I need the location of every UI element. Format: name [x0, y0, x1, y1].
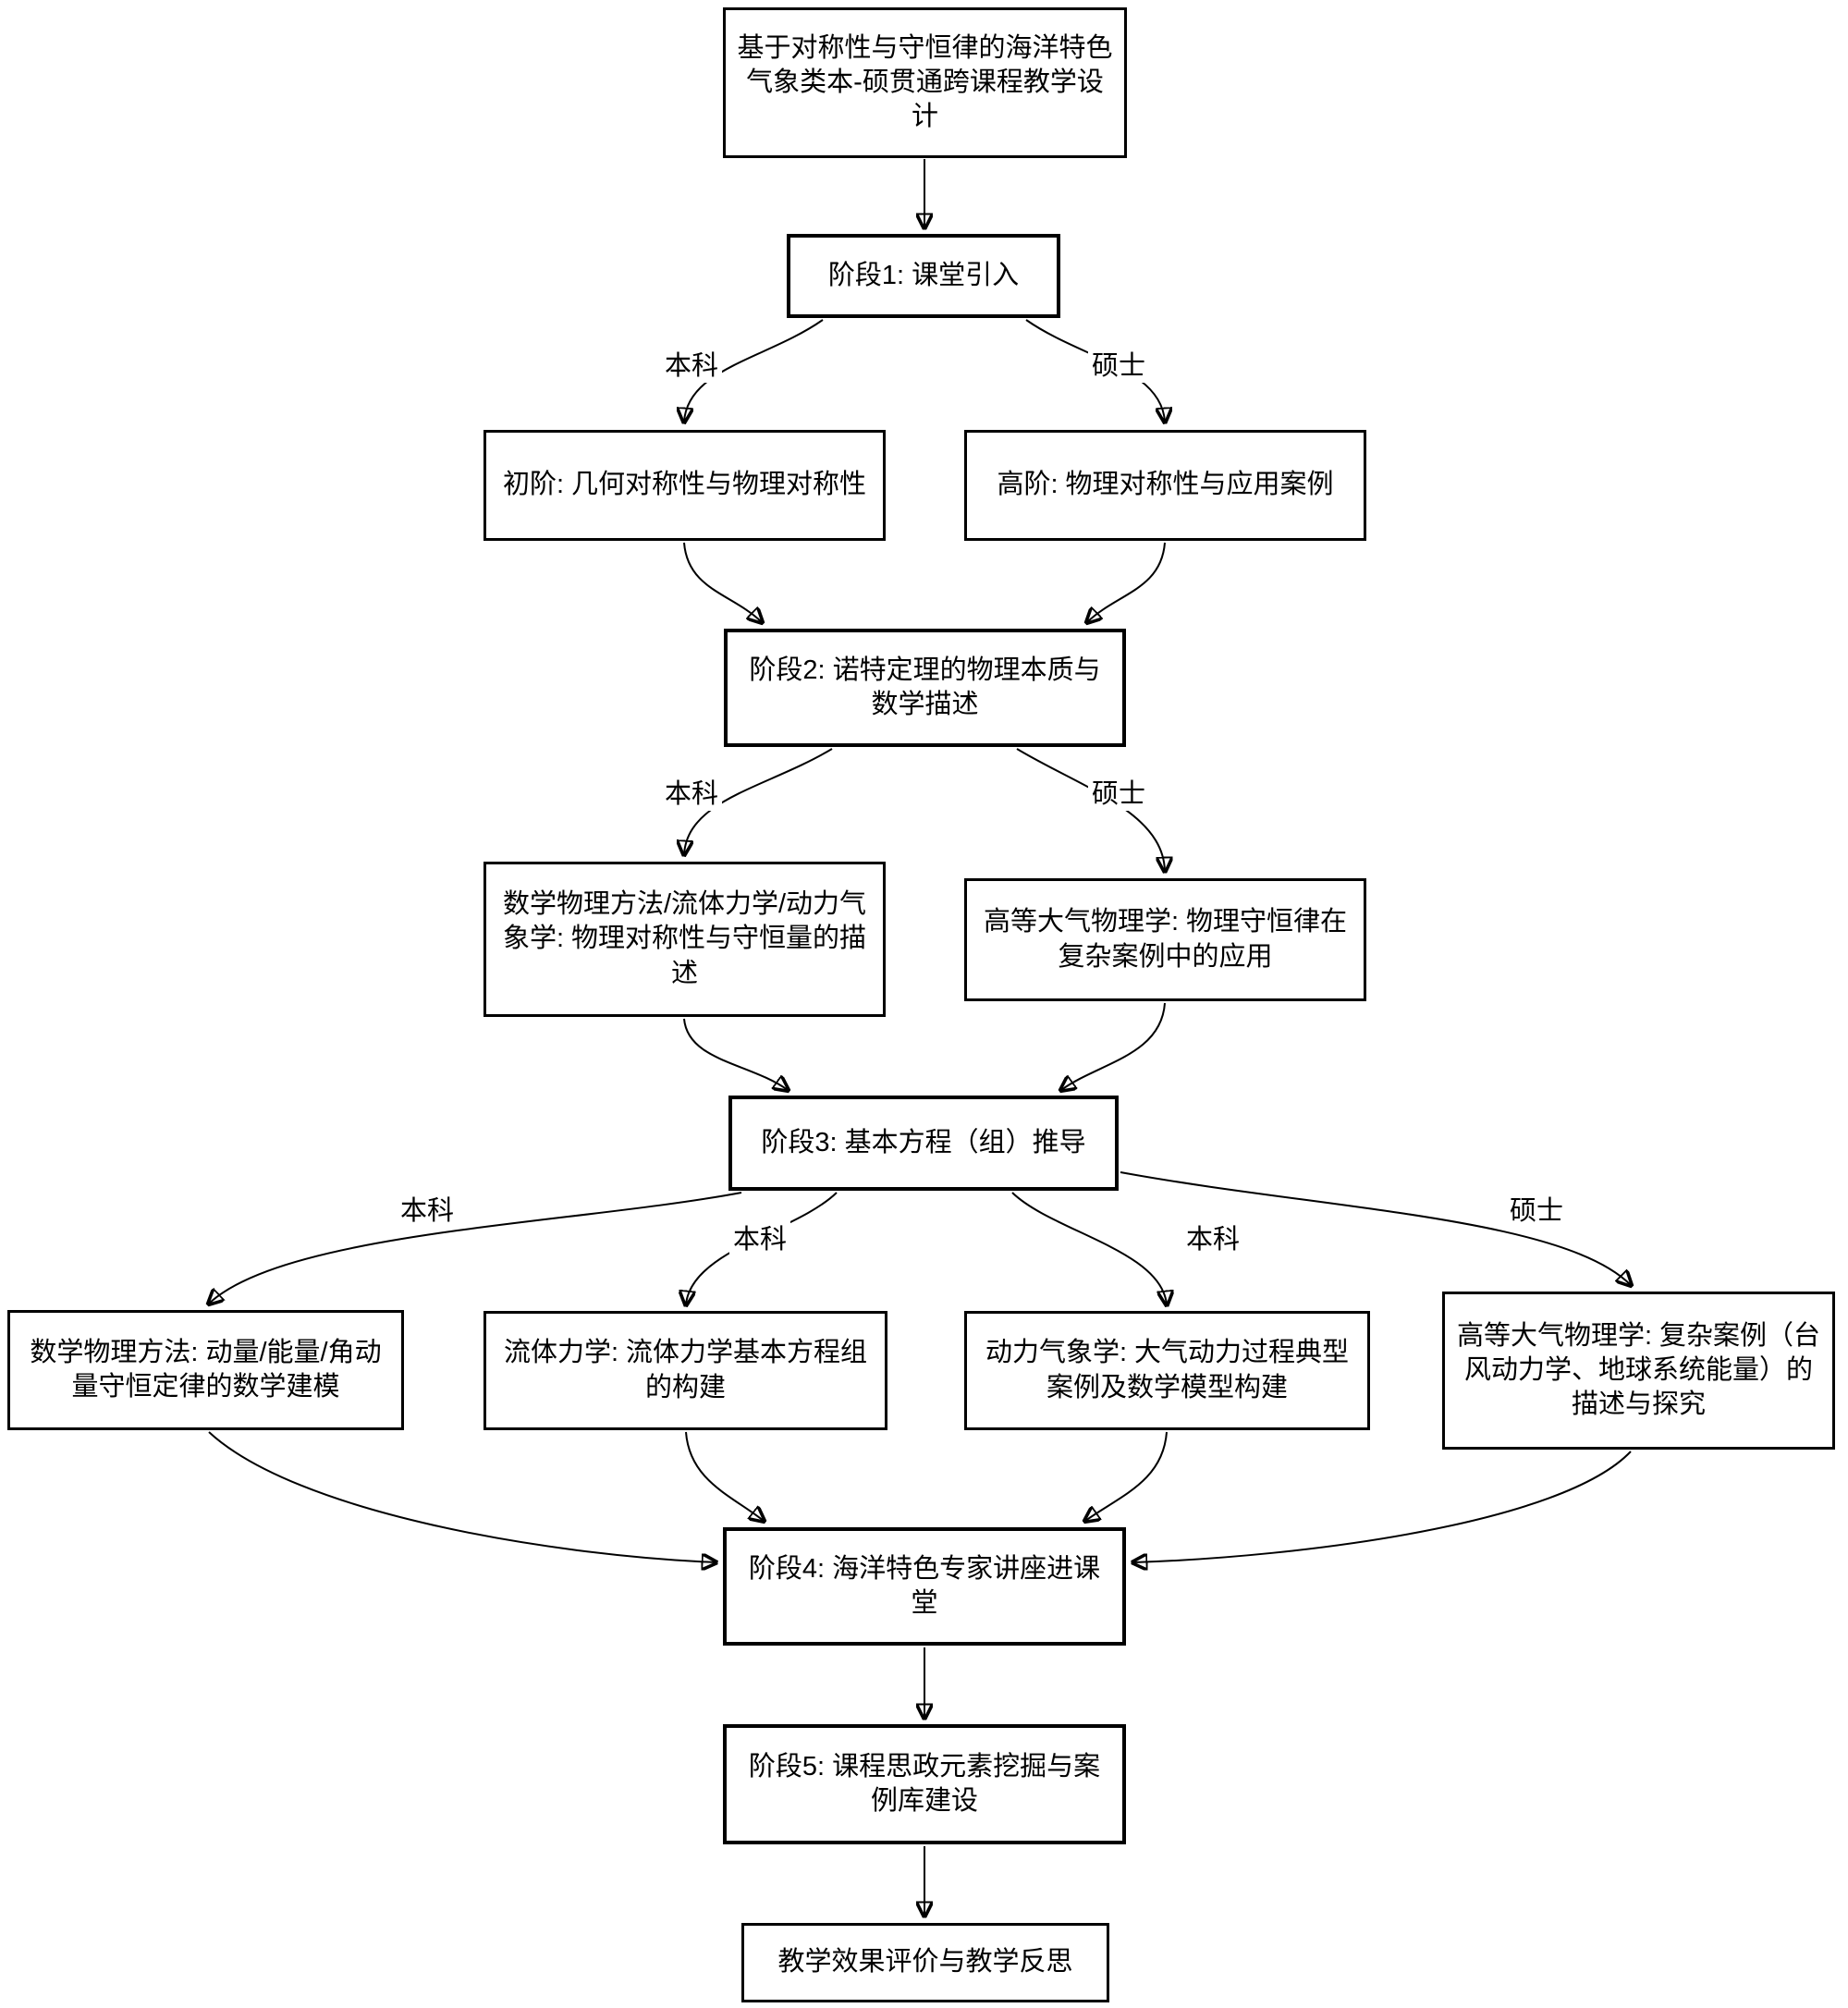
edge-label-s3-undergrad-3: 本科 [1181, 1218, 1244, 1256]
edge-label-s2-undergrad: 本科 [660, 772, 723, 811]
edge-stage1-und [684, 319, 824, 422]
node-stage1-undergrad: 初阶: 几何对称性与物理对称性 [483, 430, 886, 541]
node-stage3-course4: 高等大气物理学: 复杂案例（台风动力学、地球系统能量）的描述与探究 [1442, 1292, 1835, 1450]
node-stage3-course2: 流体力学: 流体力学基本方程组的构建 [483, 1311, 887, 1430]
edge-und-stage2 [683, 542, 762, 622]
edge-label-s3-undergrad-2: 本科 [728, 1218, 791, 1256]
edge-label-s3-undergrad-1: 本科 [396, 1189, 459, 1228]
edge-mas2-stage3 [1061, 1002, 1166, 1090]
edge-stage3-c1 [209, 1192, 742, 1304]
edge-label-s3-master: 硕士 [1505, 1189, 1568, 1228]
edge-stage2-und2 [684, 748, 833, 854]
edge-c4-stage4 [1133, 1451, 1632, 1562]
edge-label-s1-undergrad: 本科 [660, 344, 723, 383]
edge-c1-stage4 [208, 1431, 716, 1562]
node-title: 基于对称性与守恒律的海洋特色气象类本-硕贯通跨课程教学设计 [723, 7, 1127, 158]
edge-c2-stage4 [685, 1431, 764, 1521]
node-stage2-undergrad: 数学物理方法/流体力学/动力气象学: 物理对称性与守恒量的描述 [483, 862, 886, 1017]
node-final: 教学效果评价与教学反思 [741, 1923, 1109, 2002]
node-stage2: 阶段2: 诺特定理的物理本质与数学描述 [724, 629, 1126, 747]
edge-mas-stage2 [1087, 542, 1166, 622]
node-stage5: 阶段5: 课程思政元素挖掘与案例库建设 [723, 1724, 1126, 1844]
edge-und2-stage3 [683, 1018, 788, 1090]
node-stage3: 阶段3: 基本方程（组）推导 [728, 1096, 1119, 1191]
edge-label-s1-master: 硕士 [1087, 344, 1150, 383]
node-stage1-master: 高阶: 物理对称性与应用案例 [964, 430, 1366, 541]
node-stage1: 阶段1: 课堂引入 [787, 234, 1060, 318]
node-stage3-course3: 动力气象学: 大气动力过程典型案例及数学模型构建 [964, 1311, 1370, 1430]
edge-label-s2-master: 硕士 [1087, 772, 1150, 811]
node-stage4: 阶段4: 海洋特色专家讲座进课堂 [723, 1527, 1126, 1646]
node-stage3-course1: 数学物理方法: 动量/能量/角动量守恒定律的数学建模 [7, 1310, 404, 1430]
edge-stage3-c4 [1120, 1171, 1631, 1285]
node-stage2-master: 高等大气物理学: 物理守恒律在复杂案例中的应用 [964, 878, 1366, 1001]
edge-c3-stage4 [1085, 1431, 1168, 1521]
edge-stage3-c3 [1011, 1192, 1167, 1304]
